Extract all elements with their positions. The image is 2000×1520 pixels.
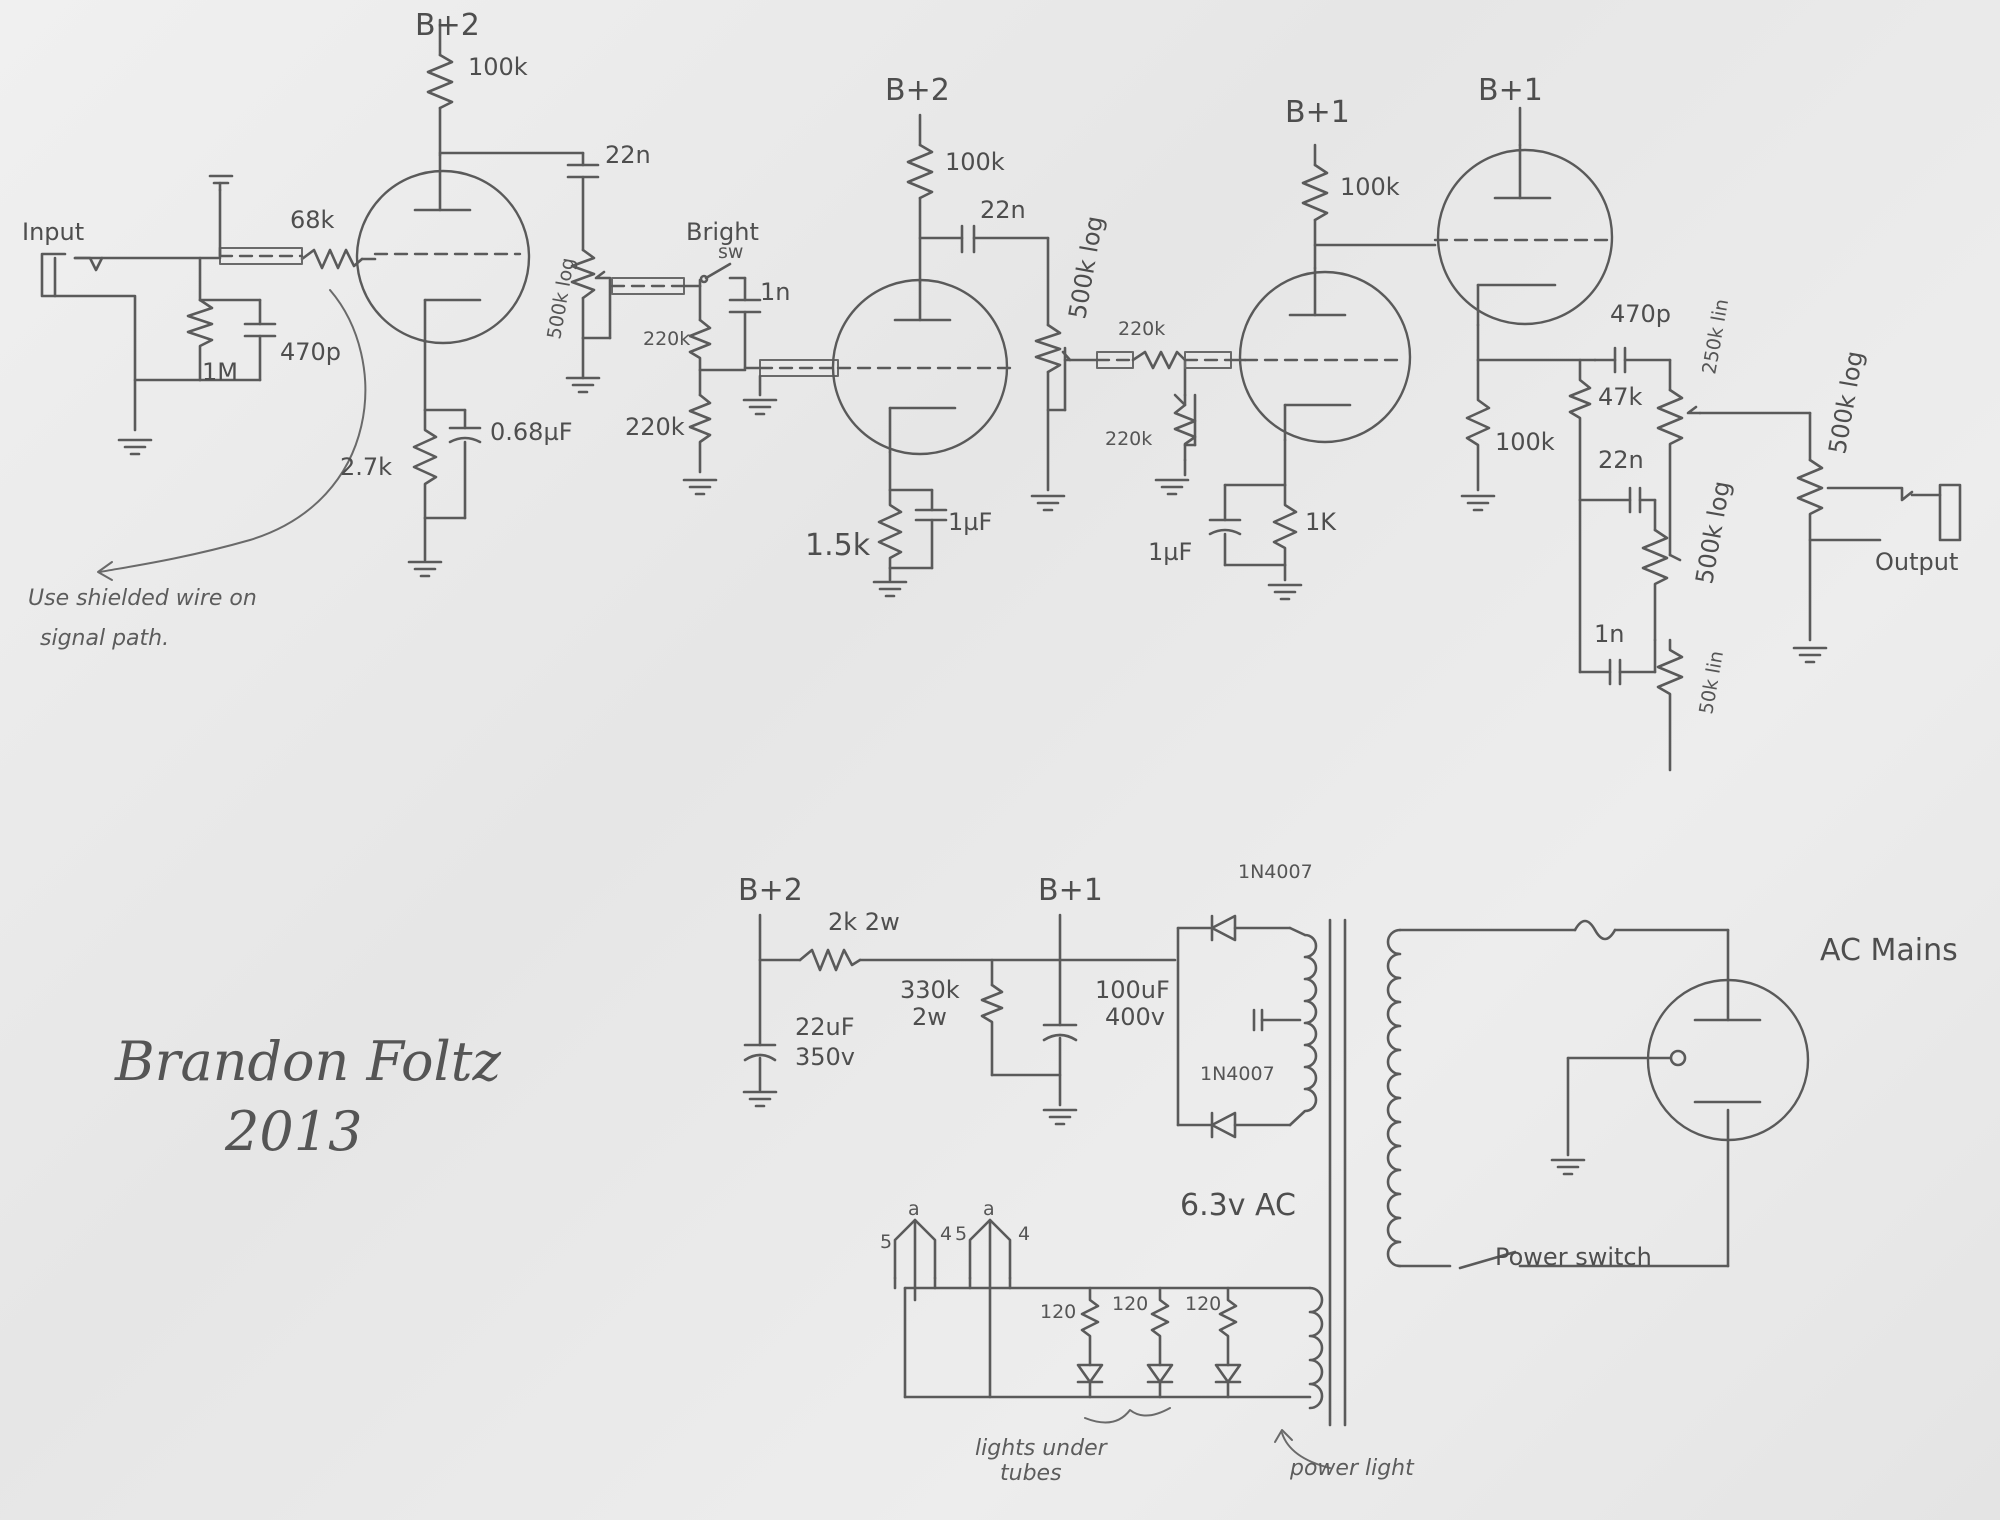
v1-wiring xyxy=(40,18,612,581)
label-pin-a2: a xyxy=(983,1198,995,1220)
v4-wiring xyxy=(1460,106,1962,772)
label-bright: Bright xyxy=(686,218,759,246)
label-c-068: 0.68µF xyxy=(490,418,573,446)
label-r-2k2w: 2k 2w xyxy=(828,908,900,936)
label-b1-ps: B+1 xyxy=(1038,873,1103,908)
label-r-120a: 120 xyxy=(1040,1301,1076,1323)
v3-wiring xyxy=(1208,143,1437,601)
label-r-220k-c: 220k xyxy=(1118,318,1165,340)
label-b1-v4: B+1 xyxy=(1478,73,1543,108)
label-r-plate-v1: 100k xyxy=(468,53,528,81)
label-pot-50k-lin: 50k lin xyxy=(1695,649,1728,716)
label-b1-v3: B+1 xyxy=(1285,95,1350,130)
label-r-120c: 120 xyxy=(1185,1293,1221,1315)
power-supply xyxy=(742,913,1810,1427)
label-c-100uf: 100uF xyxy=(1095,976,1170,1004)
label-c-22n-2: 22n xyxy=(980,196,1026,224)
label-c-1n-2: 1n xyxy=(1594,620,1624,648)
label-r-1m: 1M xyxy=(202,358,238,386)
label-r-plate-v3: 100k xyxy=(1340,173,1400,201)
label-pin-5b: 5 xyxy=(955,1223,967,1245)
label-r-68k: 68k xyxy=(290,206,335,234)
label-c-100uf-v: 400v xyxy=(1105,1003,1165,1031)
label-output: Output xyxy=(1875,548,1958,576)
label-pot-500k-log-3: 500k log xyxy=(1690,479,1736,586)
label-r-47k: 47k xyxy=(1598,383,1643,411)
label-c-470p-1: 470p xyxy=(280,338,341,366)
label-pot-500k-log-2: 500k log xyxy=(1063,214,1109,321)
coupling-v2-v3 xyxy=(1063,350,1247,496)
label-r-2-7k: 2.7k xyxy=(340,453,392,481)
label-r-120b: 120 xyxy=(1112,1293,1148,1315)
label-pin-4a: 4 xyxy=(940,1223,952,1245)
label-r-1-5k: 1.5k xyxy=(805,528,871,563)
label-c-22uf-v: 350v xyxy=(795,1043,855,1071)
label-pin-a1: a xyxy=(908,1198,920,1220)
label-r-1k: 1K xyxy=(1305,508,1337,536)
note-lights-1: lights under xyxy=(975,1436,1109,1461)
label-sw: sw xyxy=(718,241,743,263)
tube-v1 xyxy=(355,153,531,345)
signature-name: Brandon Foltz xyxy=(114,1030,501,1093)
note-shield-1: Use shielded wire on xyxy=(28,586,257,611)
label-c-22n-1: 22n xyxy=(605,141,651,169)
label-c-22n-3: 22n xyxy=(1598,446,1644,474)
label-ac-mains: AC Mains xyxy=(1820,933,1958,968)
label-r-plate-v2: 100k xyxy=(945,148,1005,176)
heater-circuit xyxy=(893,1218,1331,1469)
label-r-330k-2w: 2w xyxy=(912,1003,947,1031)
label-c-470p-2: 470p xyxy=(1610,300,1671,328)
label-b2-ps: B+2 xyxy=(738,873,803,908)
bright-network xyxy=(610,262,840,496)
label-r-220k-d: 220k xyxy=(1105,428,1152,450)
label-power-light: power light xyxy=(1289,1456,1415,1481)
label-pot-250k-lin: 250k lin xyxy=(1698,297,1733,376)
v2-wiring xyxy=(872,113,1072,598)
label-pot-500k-log-1: 500k log xyxy=(543,256,579,341)
tube-v3 xyxy=(1238,266,1412,444)
label-c-1uf-2: 1µF xyxy=(1148,538,1192,566)
label-pin-4b: 4 xyxy=(1018,1223,1030,1245)
label-c-22uf: 22uF xyxy=(795,1013,855,1041)
label-power-switch: Power switch xyxy=(1495,1243,1652,1271)
label-d-top: 1N4007 xyxy=(1238,861,1313,883)
label-c-1n-bright: 1n xyxy=(760,278,790,306)
label-heater: 6.3v AC xyxy=(1180,1188,1296,1223)
note-shield-2: signal path. xyxy=(40,626,169,651)
label-pin-5a: 5 xyxy=(880,1231,892,1253)
label-b2-v2: B+2 xyxy=(885,73,950,108)
label-input: Input xyxy=(22,218,84,246)
tube-v4 xyxy=(1433,143,1617,327)
label-r-220k-a: 220k xyxy=(643,328,690,350)
note-lights-2: tubes xyxy=(1000,1461,1062,1486)
label-r-330k: 330k xyxy=(900,976,960,1004)
label-d-bot: 1N4007 xyxy=(1200,1063,1275,1085)
label-c-1uf-1: 1µF xyxy=(948,508,992,536)
tube-v2 xyxy=(831,278,1012,456)
signature-year: 2013 xyxy=(224,1100,362,1163)
label-pot-500k-log-4: 500k log xyxy=(1823,349,1869,456)
label-r-220k-b: 220k xyxy=(625,413,685,441)
label-r-100k-cath: 100k xyxy=(1495,428,1555,456)
label-b2-v1: B+2 xyxy=(415,8,480,43)
